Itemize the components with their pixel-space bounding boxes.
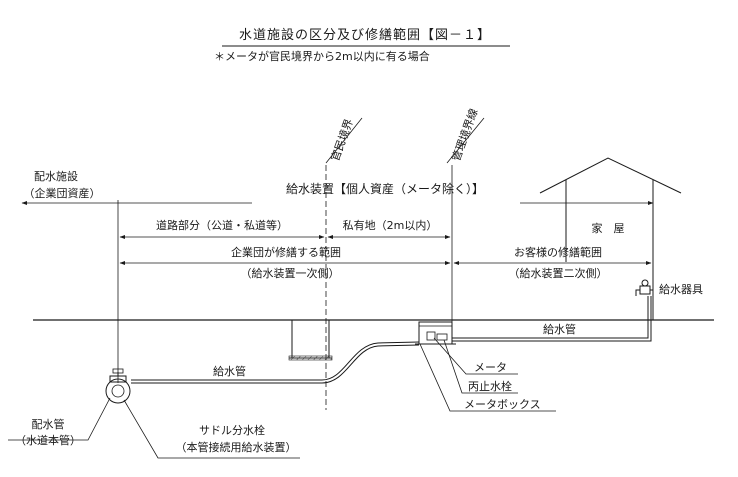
heishi-suisen-label: 丙止水栓 — [468, 379, 512, 393]
saddle-valve-icon — [105, 368, 131, 404]
kyuusuikan-left-label: 給水管 — [213, 364, 246, 378]
service-pipe-right — [452, 296, 649, 339]
haisuikan-leader — [8, 397, 111, 441]
kyuusui-souchi-label: 給水装置【個人資産（メータ除く）】 — [286, 181, 484, 196]
okyakusama-shuuzen-label: お客様の修繕範囲 — [514, 245, 602, 259]
okyakusama-shuuzen-sub-label: （給水装置二次側） — [509, 266, 608, 280]
meterbox-leader — [419, 343, 556, 412]
faucet-icon — [635, 279, 653, 296]
kigyoudan-shuuzen-label: 企業団が修繕する範囲 — [231, 245, 341, 259]
service-pipe-left — [131, 341, 420, 381]
diagram-title: 水道施設の区分及び修繕範囲【図－１】 — [239, 27, 491, 43]
service-pipe-right-inner — [452, 296, 652, 342]
meter-box-label: メータボックス — [464, 398, 541, 411]
meter-label: メータ — [474, 361, 507, 374]
haisui-shisetsu-label: 配水施設 — [34, 169, 78, 183]
saddle-leader — [123, 399, 300, 459]
house-roof — [539, 157, 682, 194]
shiyuuchi-label: 私有地（2m以内） — [343, 218, 438, 232]
road-box-structure — [288, 320, 333, 361]
kigyoudan-shuuzen-sub-label: （給水装置一次側） — [241, 266, 340, 280]
service-pipe-left-inner — [131, 344, 420, 384]
kyuusui-kigu-label: 給水器具 — [659, 282, 703, 296]
diagram-subtitle: ＊メータが官民境界から2m以内に有る場合 — [214, 49, 430, 63]
saddle-label: サドル分水栓 — [199, 423, 265, 437]
suidou-honkan-label: （水道本管） — [15, 433, 81, 447]
meter-leader — [433, 337, 518, 375]
kaoku-label: 家 屋 — [592, 221, 625, 235]
kanmin-leader — [325, 117, 363, 164]
saddle-sub-label: （本管接続用給水装置） — [176, 440, 297, 454]
heishi-leader — [443, 339, 518, 394]
kigyoudan-shisan-label: （企業団資産） — [24, 186, 101, 200]
kanri-leader — [446, 117, 485, 164]
haisuikan-label: 配水管 — [32, 417, 65, 431]
douro-bubun-label: 道路部分（公道・私道等） — [156, 218, 288, 232]
meter-box — [415, 321, 456, 345]
kyuusuikan-right-label: 給水管 — [543, 322, 576, 336]
